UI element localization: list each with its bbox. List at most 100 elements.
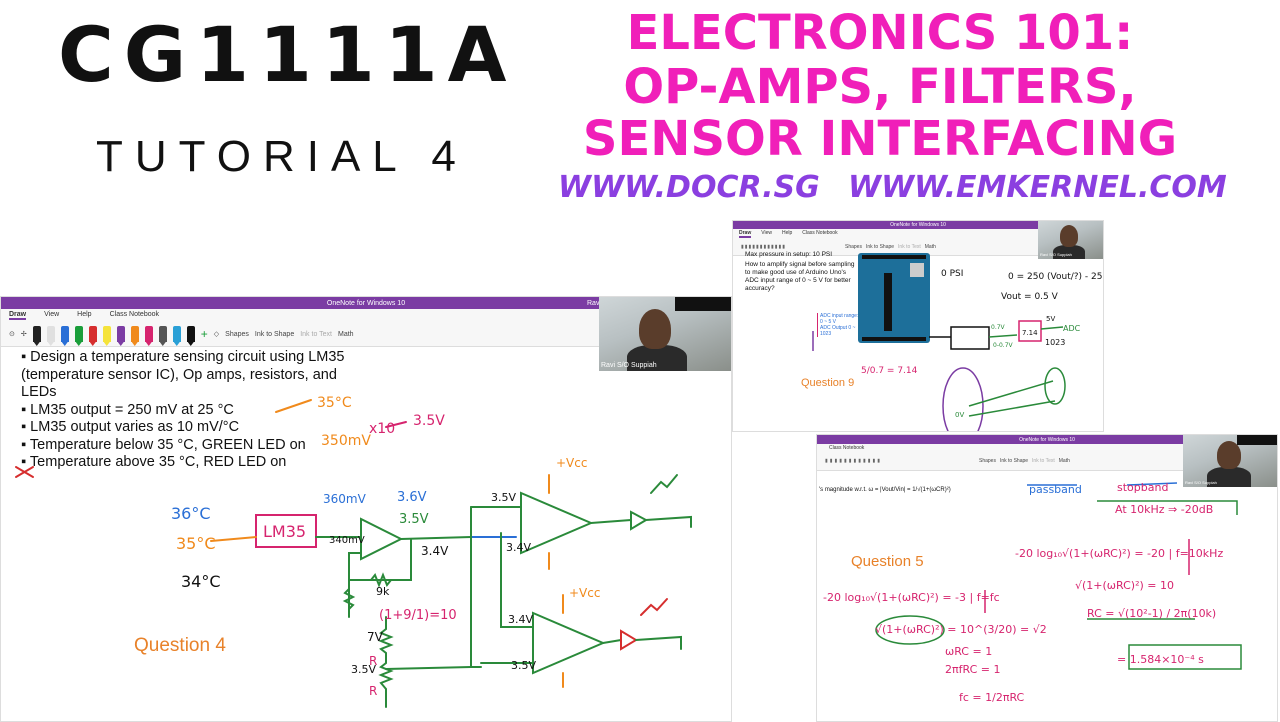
lower-ink-to-shape-button[interactable]: Ink to Shape — [999, 458, 1029, 464]
pen-red-icon[interactable] — [88, 326, 97, 342]
lower-ink-eq5: -20 log₁₀√(1+(ωRC)²) = -3 | f=fc — [823, 591, 1000, 604]
ink-35v-c: 3.5V — [491, 491, 516, 504]
ink-35c: 35°C — [317, 395, 352, 411]
main-webcam-name: Ravi S/O Suppiah — [601, 362, 657, 369]
lasso-icon[interactable]: ⊙ — [9, 331, 15, 338]
ink-to-shape-button[interactable]: Ink to Shape — [254, 330, 295, 338]
pen-white-icon[interactable] — [46, 326, 55, 342]
add-space-icon[interactable]: ✢ — [20, 331, 27, 338]
upper-ribbon-tabs: Draw View Help Class Notebook — [733, 229, 1103, 239]
lower-tab-class-notebook[interactable]: Class Notebook — [829, 445, 865, 451]
pen-purple-icon[interactable] — [116, 326, 125, 342]
shapes-icon[interactable]: ◇ — [213, 331, 220, 338]
lower-ink-passband: passband — [1029, 483, 1082, 496]
upper-tab-help[interactable]: Help — [781, 230, 793, 236]
lower-webcam-name: Ravi S/O Suppiah — [1185, 480, 1217, 485]
lower-magnitude-text: 's magnitude w.r.t. ω = |Vout/Vin| = 1/√… — [819, 487, 951, 493]
shapes-button[interactable]: Shapes — [225, 330, 249, 338]
upper-adc-2: ADC Output 0 ~ 1023 — [820, 325, 856, 337]
lower-ink-eq3: RC = √(10²-1) / 2π(10k) — [1087, 607, 1216, 620]
tab-draw[interactable]: Draw — [9, 311, 27, 320]
upper-tab-view[interactable]: View — [761, 230, 772, 236]
upper-pen-row-icon[interactable]: ▮▮▮▮▮▮▮▮▮▮▮▮ — [741, 244, 787, 250]
ink-r2: R — [369, 684, 377, 698]
tab-class-notebook[interactable]: Class Notebook — [109, 311, 159, 318]
math-button[interactable]: Math — [338, 330, 354, 338]
ink-vcc-1: +Vcc — [556, 456, 587, 470]
lower-titlebar: OneNote for Windows 10 — [817, 435, 1277, 444]
upper-right-onenote-window: OneNote for Windows 10 Draw View Help Cl… — [732, 220, 1104, 432]
pen-blue-icon[interactable] — [60, 326, 69, 342]
upper-ink-to-shape-button[interactable]: Ink to Shape — [865, 244, 895, 250]
upper-adc-1: ADC input range: 0 ~ 5 V — [820, 313, 859, 325]
upper-ink-adc: ADC — [1063, 324, 1081, 333]
opamp-2 — [520, 491, 594, 555]
tab-help[interactable]: Help — [77, 311, 92, 318]
pen-gray-icon[interactable] — [158, 326, 167, 342]
lower-ribbon-tools: ▮▮▮▮▮▮▮▮▮▮▮▮ Shapes Ink to Shape Ink to … — [817, 452, 1277, 471]
upper-text-block: Max pressure in setup: 10 PSI How to amp… — [745, 251, 860, 293]
lower-ink-to-text-button[interactable]: Ink to Text — [1032, 458, 1055, 464]
upper-ink-to-text-button[interactable]: Ink to Text — [898, 244, 921, 250]
headline-line-2: OP-AMPS, FILTERS, — [623, 59, 1137, 115]
upper-text-1: Max pressure in setup: 10 PSI — [745, 251, 833, 258]
ink-vcc-2: +Vcc — [569, 586, 600, 600]
upper-ink-box: 7.14 — [1022, 329, 1038, 337]
lower-right-onenote-window: OneNote for Windows 10 Class Notebook ▮▮… — [816, 434, 1278, 722]
upper-ink-vout: Vout = 0.5 V — [1001, 292, 1059, 302]
upper-tab-class-notebook[interactable]: Class Notebook — [802, 230, 838, 236]
main-bullet-list: ▪ Design a temperature sensing circuit u… — [21, 349, 371, 472]
upper-window-title: OneNote for Windows 10 — [890, 222, 946, 228]
upper-webcam-name: Ravi S/O Suppiah — [1040, 252, 1072, 257]
lower-ink-eq1: -20 log₁₀√(1+(ωRC)²) = -20 | f=10kHz — [1015, 547, 1223, 560]
bullet-item: ▪ LM35 output varies as 10 mV/°C — [21, 419, 240, 435]
upper-math-button[interactable]: Math — [924, 244, 936, 250]
tab-view[interactable]: View — [44, 311, 60, 318]
pen-orange-icon[interactable] — [130, 326, 139, 342]
lower-ink-eq8: 2πfRC = 1 — [945, 663, 1000, 676]
bullet-item: ▪ LM35 output = 250 mV at 25 °C — [21, 401, 234, 418]
ink-to-text-button[interactable]: Ink to Text — [300, 330, 332, 338]
pen-cyan-icon[interactable] — [172, 326, 181, 342]
pen-dark-icon[interactable] — [186, 326, 195, 342]
main-onenote-window: OneNote for Windows 10 Ravi Draw View He… — [0, 296, 732, 722]
ink-lm35: LM35 — [263, 522, 306, 541]
pen-magenta-icon[interactable] — [144, 326, 153, 342]
ink-34v-b: 3.4V — [506, 541, 531, 554]
pen-black-icon[interactable] — [32, 326, 41, 342]
upper-shapes-button[interactable]: Shapes — [845, 244, 862, 250]
question-4-label: Question 4 — [134, 635, 226, 656]
upper-ink-0v: 0V — [955, 411, 964, 419]
bullet-item: ▪ Temperature above 35 °C, RED LED on — [21, 454, 287, 470]
upper-ink-07v-b: 0-0.7V — [993, 342, 1014, 349]
ink-36c: 36°C — [171, 504, 211, 523]
lower-math-button[interactable]: Math — [1058, 458, 1070, 464]
ink-x10: x10 — [369, 421, 395, 437]
ink-360mv: 360mV — [323, 492, 367, 506]
lm35-box — [255, 514, 317, 548]
highlighter-yellow-icon[interactable] — [102, 326, 111, 342]
ink-36v: 3.6V — [397, 490, 427, 505]
upper-adc-notes: ADC input range: 0 ~ 5 V ADC Output 0 ~ … — [817, 313, 860, 337]
lower-ink-eq6: √(1+(ωRC)²) = 10^(3/20) = √2 — [875, 623, 1047, 636]
upper-tab-draw[interactable]: Draw — [739, 230, 752, 238]
add-pen-icon[interactable]: + — [200, 327, 208, 341]
upper-ink-eq1: 0 = 250 (Vout/?) - 25 — [1008, 272, 1102, 282]
lower-ink-a10k: At 10kHz ⇒ -20dB — [1115, 503, 1213, 516]
main-user-name: Ravi — [587, 299, 602, 307]
lower-ink-eq4: = 1.584×10⁻⁴ s — [1117, 653, 1204, 666]
lower-ink-eq7: ωRC = 1 — [945, 645, 992, 658]
lower-pen-row-icon[interactable]: ▮▮▮▮▮▮▮▮▮▮▮▮ — [825, 458, 883, 464]
lower-ink-eq2: √(1+(ωRC)²) = 10 — [1075, 579, 1174, 592]
ink-35v-d: 3.5V — [511, 659, 536, 672]
lower-ink-stopband: stopband — [1117, 481, 1168, 494]
ink-350mv: 350mV — [321, 433, 371, 449]
url-docr: WWW.DOCR.SG — [558, 170, 820, 205]
main-webcam-feed: Ravi S/O Suppiah — [599, 297, 731, 371]
tutorial-label: TUTORIAL 4 — [96, 132, 468, 181]
lower-shapes-button[interactable]: Shapes — [979, 458, 996, 464]
ink-35v-b: 3.5V — [399, 512, 429, 527]
pen-green-icon[interactable] — [74, 326, 83, 342]
lower-ink: passband stopband At 10kHz ⇒ -20dB -20 l… — [823, 481, 1242, 704]
ink-gain: (1+9/1)=10 — [379, 608, 457, 623]
